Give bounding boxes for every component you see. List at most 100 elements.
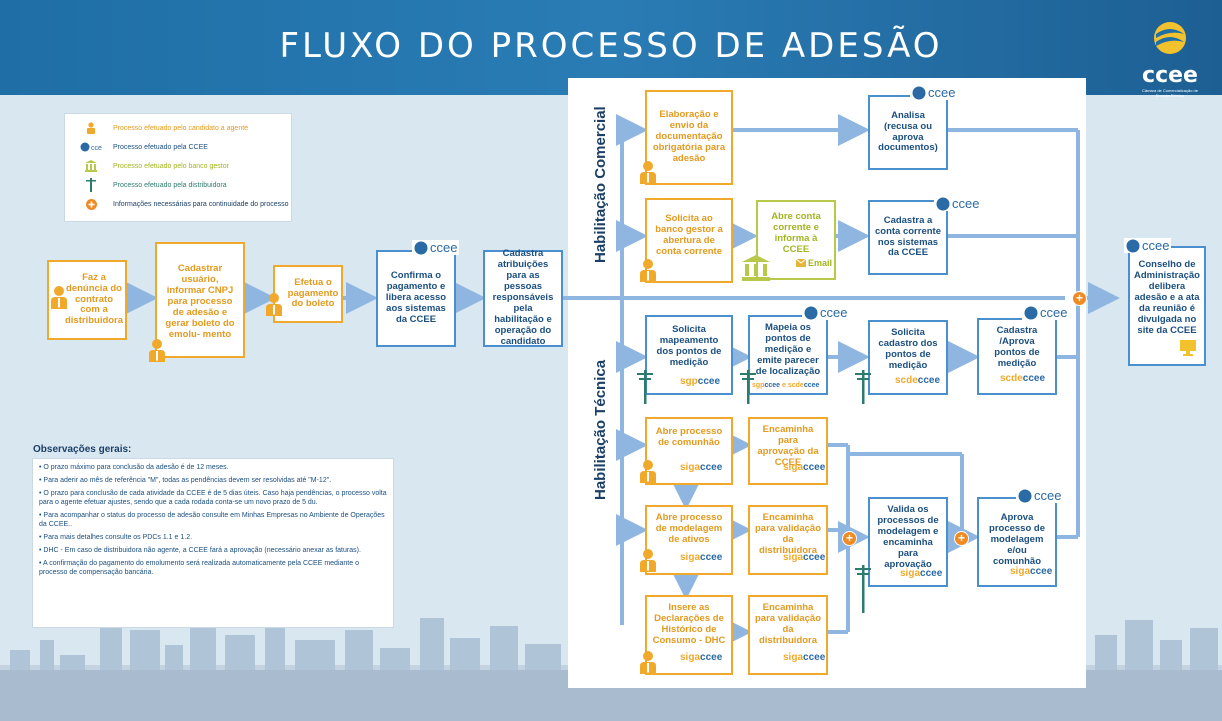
step-efetua-pagamento-text: Efetua o pagamento do boleto <box>287 276 339 310</box>
ccee-logo-icon <box>1024 306 1038 319</box>
ccee-tag: ccee <box>412 240 460 255</box>
agent-person-icon <box>266 293 282 316</box>
step-valida-modelagem-text: Valida os processos de modelagem e encam… <box>877 504 939 570</box>
system-siga-name: siga <box>900 568 921 579</box>
section-label-tecnica: Habilitação Técnica <box>592 359 609 500</box>
ccee-tag-text: ccee <box>928 85 956 100</box>
system-siga-name: siga <box>680 552 701 563</box>
legend: Processo efetuado pelo candidato a agent… <box>64 113 292 222</box>
agent-person-icon <box>149 339 165 362</box>
system-suffix: ccee <box>697 376 721 387</box>
step-cadastrar-usuario-text: Cadastrar usuário, informar CNPJ para pr… <box>165 263 235 340</box>
system-siga-name: siga <box>783 552 804 563</box>
system-siga-label: sigaccee <box>1010 566 1052 577</box>
system-suffix: ccee <box>764 382 781 389</box>
legend-label-distrib: Processo efetuado pela distribuidora <box>113 181 227 189</box>
system-sgp-name: sgp <box>752 382 765 389</box>
ccee-logo-icon <box>912 86 926 99</box>
agent-person-icon <box>640 161 656 184</box>
step-efetua-pagamento: Efetua o pagamento do boleto <box>273 265 343 323</box>
step-encaminha-validacao-1: Encaminha para validação da distribuidor… <box>748 505 828 575</box>
ccee-tag: ccee <box>1022 305 1070 320</box>
observation-item: • O prazo para conclusão de cada ativida… <box>39 490 387 506</box>
system-siga-label: sigaccee <box>680 462 722 473</box>
step-elaboracao-documentacao-text: Elaboração e envio da documentação obrig… <box>652 109 726 164</box>
system-scde-label: scdeccee <box>1000 373 1045 384</box>
step-solicita-banco-text: Solicita ao banco gestor a abertura de c… <box>655 213 723 257</box>
system-scde-name: scde <box>787 382 804 389</box>
bank-icon <box>85 160 97 172</box>
plus-circle-icon <box>85 198 97 210</box>
svg-text:ccee: ccee <box>91 145 102 152</box>
system-siga-label: sigaccee <box>783 462 825 473</box>
ccee-logo-icon <box>1154 22 1186 54</box>
legend-item-info: Informações necessárias para continuidad… <box>77 197 289 211</box>
ccee-logo: ccee Câmara de Comercialização de Energi… <box>1135 20 1205 98</box>
observation-item: • Para mais detalhes consulte os PDCs 1.… <box>39 534 193 541</box>
step-cadastra-atribuicoes-text: Cadastra atribuições para as pessoas res… <box>492 248 554 347</box>
ccee-tag: ccee <box>802 305 850 320</box>
system-sgp-scde-label: sgpccee e scdeccee <box>752 382 819 389</box>
step-abre-comunhao: Abre processo de comunhão <box>645 417 733 485</box>
email-icon <box>796 259 806 267</box>
ccee-logo-icon <box>936 197 950 210</box>
step-aprova-modelagem: Aprova processo de modelagem e/ou comunh… <box>977 497 1057 587</box>
ccee-logo-icon <box>804 306 818 319</box>
logo-subtitle: Câmara de Comercialização de Energia Elé… <box>1141 88 1199 98</box>
observation-item: • Para acompanhar o status do processo d… <box>39 512 385 528</box>
step-conselho-administracao-text: Conselho de Administração delibera adesã… <box>1134 259 1200 336</box>
email-label: Email <box>808 258 833 268</box>
step-abre-modelagem: Abre processo de modelagem de ativos <box>645 505 733 575</box>
agent-person-icon <box>640 460 656 483</box>
system-siga-label: sigaccee <box>783 552 825 563</box>
legend-item-distrib: Processo efetuado pela distribuidora <box>77 178 227 192</box>
step-abre-conta: Abre conta corrente e informa à CCEE <box>756 200 836 280</box>
logo-wordmark: ccee <box>1142 63 1198 88</box>
system-siga-name: siga <box>783 462 804 473</box>
system-siga-name: siga <box>783 652 804 663</box>
email-tag: Email <box>796 258 832 268</box>
agent-person-icon <box>640 259 656 282</box>
system-sgp-name: sgp <box>680 376 698 387</box>
section-label-comercial: Habilitação Comercial <box>592 106 609 263</box>
system-and: e <box>781 382 786 389</box>
step-encaminha-aprovacao-ccee: Encaminha para aprovação da CCEE <box>748 417 828 485</box>
step-analisa-documentos-text: Analisa (recusa ou aprova documentos) <box>878 109 938 154</box>
agent-person-icon <box>640 549 656 572</box>
step-elaboracao-documentacao: Elaboração e envio da documentação obrig… <box>645 90 733 185</box>
step-cadastra-atribuicoes: Cadastra atribuições para as pessoas res… <box>483 248 563 347</box>
legend-label-bank: Processo efetuado pelo banco gestor <box>113 162 229 170</box>
system-scde-name: scde <box>1000 373 1023 384</box>
step-mapeia-pontos-text: Mapeia os pontos de medição e emite pare… <box>755 322 821 377</box>
agent-person-icon <box>87 122 95 134</box>
step-confirma-pagamento-text: Confirma o pagamento e libera acesso aos… <box>385 270 447 325</box>
utility-pole-icon <box>740 370 756 404</box>
observation-item: • O prazo máximo para conclusão da adesã… <box>39 464 229 471</box>
ccee-tag: ccee <box>1016 488 1064 503</box>
step-mapeia-pontos: Mapeia os pontos de medição e emite pare… <box>748 315 828 395</box>
ccee-tag-text: ccee <box>1034 488 1062 503</box>
ccee-logo-icon: ccee <box>80 142 102 152</box>
system-siga-label: sigaccee <box>783 652 825 663</box>
system-scde-label: scdeccee <box>895 375 940 386</box>
step-confirma-pagamento: Confirma o pagamento e libera acesso aos… <box>376 250 456 347</box>
system-scde-name: scde <box>895 375 918 386</box>
step-abre-modelagem-text: Abre processo de modelagem de ativos <box>655 512 723 545</box>
system-suffix: ccee <box>803 552 826 563</box>
step-cadastra-conta: Cadastra a conta corrente nos sistemas d… <box>868 200 948 275</box>
legend-item-agent: Processo efetuado pelo candidato a agent… <box>77 121 248 135</box>
utility-pole-icon <box>855 565 871 613</box>
legend-label-info: Informações necessárias para continuidad… <box>113 200 289 208</box>
system-sgp-label: sgpccee <box>680 376 720 387</box>
step-denuncia-contrato-text: Faz a denúncia do contrato com a distrib… <box>64 271 124 327</box>
utility-pole-icon <box>855 370 871 404</box>
utility-pole-icon <box>86 178 96 192</box>
system-suffix: ccee <box>803 382 820 389</box>
system-siga-label: sigaccee <box>680 552 722 563</box>
plus-circle-icon: + <box>842 531 857 546</box>
system-suffix: ccee <box>700 552 723 563</box>
step-cadastra-conta-text: Cadastra a conta corrente nos sistemas d… <box>875 214 941 259</box>
observations-title: Observações gerais: <box>33 444 132 455</box>
ccee-logo-icon <box>414 241 428 254</box>
page-title: FLUXO DO PROCESSO DE ADESÃO <box>279 26 943 66</box>
